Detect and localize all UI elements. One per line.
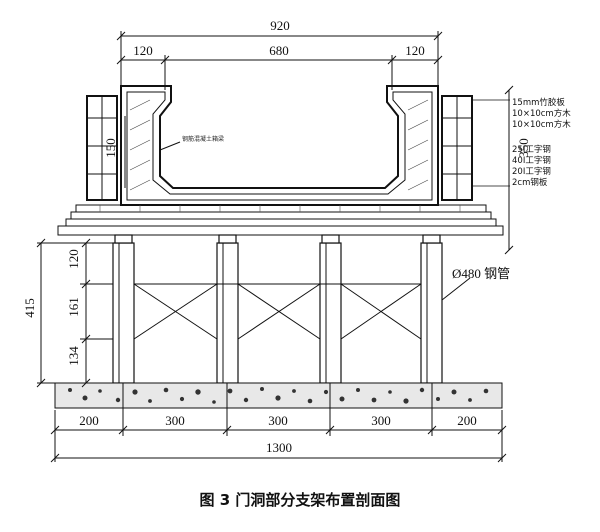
box-girder bbox=[120, 85, 439, 206]
dim-top-left: 120 bbox=[133, 43, 153, 58]
inner-note: 钢筋混凝土箱梁 bbox=[182, 135, 224, 143]
dim-top-middle: 680 bbox=[269, 43, 289, 58]
legend-leaders bbox=[472, 99, 510, 187]
steel-columns bbox=[112, 234, 443, 384]
pipe-label: Ø480 钢管 bbox=[452, 266, 510, 281]
dim-bottom-span: 300 bbox=[268, 413, 288, 428]
dim-left-middle: 161 bbox=[66, 297, 81, 317]
dim-inner-height: 150 bbox=[103, 138, 118, 158]
inner-note-leader bbox=[159, 141, 181, 151]
dim-left-total: 415 bbox=[22, 298, 37, 318]
top-dimension-lines bbox=[116, 31, 443, 90]
legend-item: 40I工字钢 bbox=[512, 155, 551, 166]
dim-top-total: 920 bbox=[270, 18, 290, 33]
dim-right-height: 350 bbox=[516, 138, 531, 158]
bottom-dimension-lines bbox=[50, 383, 507, 463]
legend-item: 15mm竹胶板 bbox=[512, 97, 565, 108]
left-dimension-lines bbox=[36, 238, 113, 388]
figure-caption: 图 3 门洞部分支架布置剖面图 bbox=[200, 491, 401, 509]
dim-bottom-span: 200 bbox=[79, 413, 99, 428]
legend-item: 10×10cm方木 bbox=[512, 119, 571, 130]
left-formwork bbox=[86, 95, 118, 201]
dim-bottom-span: 200 bbox=[457, 413, 477, 428]
dim-left-lower: 134 bbox=[66, 346, 81, 366]
deck-layers bbox=[57, 204, 504, 236]
dim-left-upper: 120 bbox=[66, 249, 81, 269]
cross-bracing bbox=[133, 283, 422, 340]
dim-bottom-span: 300 bbox=[165, 413, 185, 428]
legend: 15mm竹胶板 10×10cm方木 10×10cm方木 25I工字钢 40I工字… bbox=[512, 97, 571, 188]
dim-top-right: 120 bbox=[405, 43, 425, 58]
legend-item: 20I工字钢 bbox=[512, 166, 551, 177]
pipe-leader bbox=[441, 277, 471, 301]
legend-item: 10×10cm方木 bbox=[512, 108, 571, 119]
right-formwork bbox=[441, 95, 473, 201]
legend-item: 25I工字钢 bbox=[512, 144, 551, 155]
right-height-dim bbox=[504, 85, 514, 255]
dim-bottom-total: 1300 bbox=[266, 440, 292, 455]
ground-foundation bbox=[54, 382, 503, 409]
dim-bottom-span: 300 bbox=[371, 413, 391, 428]
legend-item: 2cm钢板 bbox=[512, 177, 548, 188]
